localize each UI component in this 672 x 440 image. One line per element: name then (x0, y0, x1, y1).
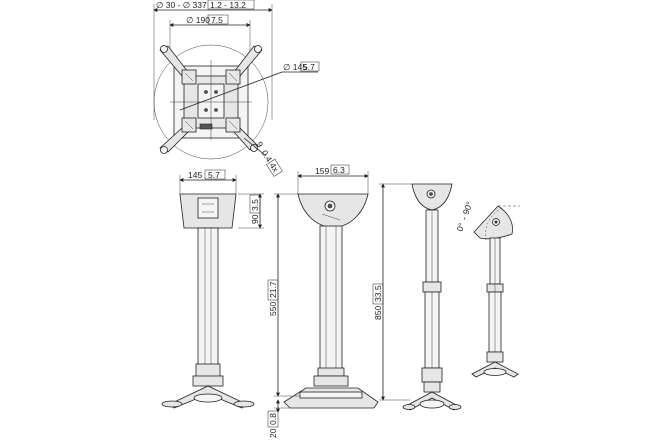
tilt-value-max: 90° (461, 200, 475, 216)
front-width-imperial: 5.7 (208, 170, 220, 180)
top-view: ∅ 30 - ∅ 337 1.2 - 13.2 ∅ 190 7.5 (153, 0, 320, 177)
side-height-value: 550 (268, 302, 278, 316)
top-slot-count: 4x (268, 161, 282, 175)
svg-text:-: - (459, 215, 469, 221)
side-width-value: 159 (315, 166, 329, 176)
tilt-view: 0° - 90° (454, 200, 520, 378)
tilt-value: 0° (454, 222, 466, 233)
ceiling-arms (159, 45, 263, 154)
front-cup-height-imperial: 3.5 (250, 199, 260, 211)
side-base-value: 20 (268, 428, 278, 438)
front-cup-height-value: 90 (250, 214, 260, 224)
top-span-value: ∅ 30 - ∅ 337 (156, 0, 207, 10)
top-slot-value: 9 (254, 140, 265, 150)
max-height-imperial: 33.5 (373, 285, 383, 302)
front-view: 145 5.7 90 3.5 (161, 169, 264, 409)
max-height-value: 850 (373, 306, 383, 320)
top-hole-circle-imperial: 5.7 (303, 62, 315, 72)
side-base-imperial: 0.8 (268, 413, 278, 425)
top-inner-imperial: 7.5 (211, 15, 223, 25)
top-hole-circle-value: ∅ 145 (283, 62, 307, 72)
front-width-value: 145 (188, 170, 202, 180)
extended-view: 850 33.5 (372, 183, 462, 411)
side-height-imperial: 21.7 (268, 281, 278, 298)
top-slot-imperial: 0.4 (260, 148, 275, 164)
side-width-imperial: 6.3 (333, 165, 345, 175)
side-view: 159 6.3 550 21.7 20 0.8 (267, 164, 379, 438)
top-inner-value: ∅ 190 (186, 15, 210, 25)
top-span-imperial: 1.2 - 13.2 (210, 0, 246, 10)
